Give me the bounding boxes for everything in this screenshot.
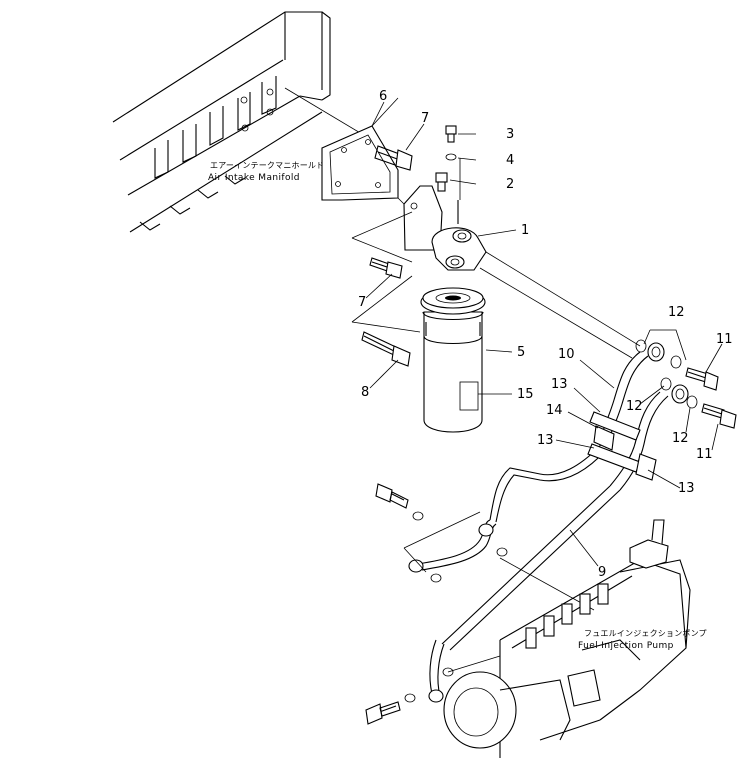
callout-4: 4 [506,153,514,168]
callout-10: 10 [558,347,575,362]
callout-7-upper: 7 [421,111,429,126]
eye-bolt-11-lower [701,403,737,429]
clamp-13-middle [587,443,641,473]
callout-3: 3 [506,127,514,142]
callout-12-top: 12 [668,305,685,320]
callout-1: 1 [521,223,529,238]
clamp-13-upper [589,411,641,441]
callout-9: 9 [598,565,606,580]
callout-12-lower: 12 [672,431,689,446]
callout-15: 15 [517,387,534,402]
pump-inlet-fitting [365,639,454,725]
fuel-pump-label-en: Fuel Injection Pump [578,641,674,651]
callout-11-upper: 11 [716,332,733,347]
callout-7-lower: 7 [358,295,366,310]
banjo-fittings [635,339,698,409]
callout-14: 14 [546,403,563,418]
bracket-plate [321,97,411,211]
callout-12-mid: 12 [626,399,643,414]
bolt-7-lower [369,257,403,279]
left-bolt-and-washers [375,483,508,583]
callout-13-right: 13 [678,481,695,496]
bolt-8 [361,331,411,367]
plug-3 [445,125,457,143]
air-intake-label-en: Air Intake Manifold [208,173,300,183]
bolt-7-upper [374,145,413,171]
callout-leaders [365,101,723,567]
callout-13-upper: 13 [551,377,568,392]
fuel-injection-pump [443,519,691,758]
eye-bolt-11-upper [685,367,719,391]
callout-11-lower: 11 [696,447,713,462]
callout-5: 5 [517,345,525,360]
callout-8: 8 [361,385,369,400]
fuel-pump-label-jp: フュエルインジェクションポンプ [584,629,707,638]
air-intake-manifold [112,11,373,233]
callout-13-middle: 13 [537,433,554,448]
callout-2: 2 [506,177,514,192]
o-ring-4 [445,153,457,161]
clamp-14 [593,425,615,451]
clamp-13-right [635,453,657,481]
callout-6: 6 [379,89,387,104]
fuel-filter-cartridge [420,287,486,433]
filter-head [403,185,487,271]
air-intake-label-jp: エアーインテークマニホールド [210,161,324,170]
plug-2 [435,172,448,192]
